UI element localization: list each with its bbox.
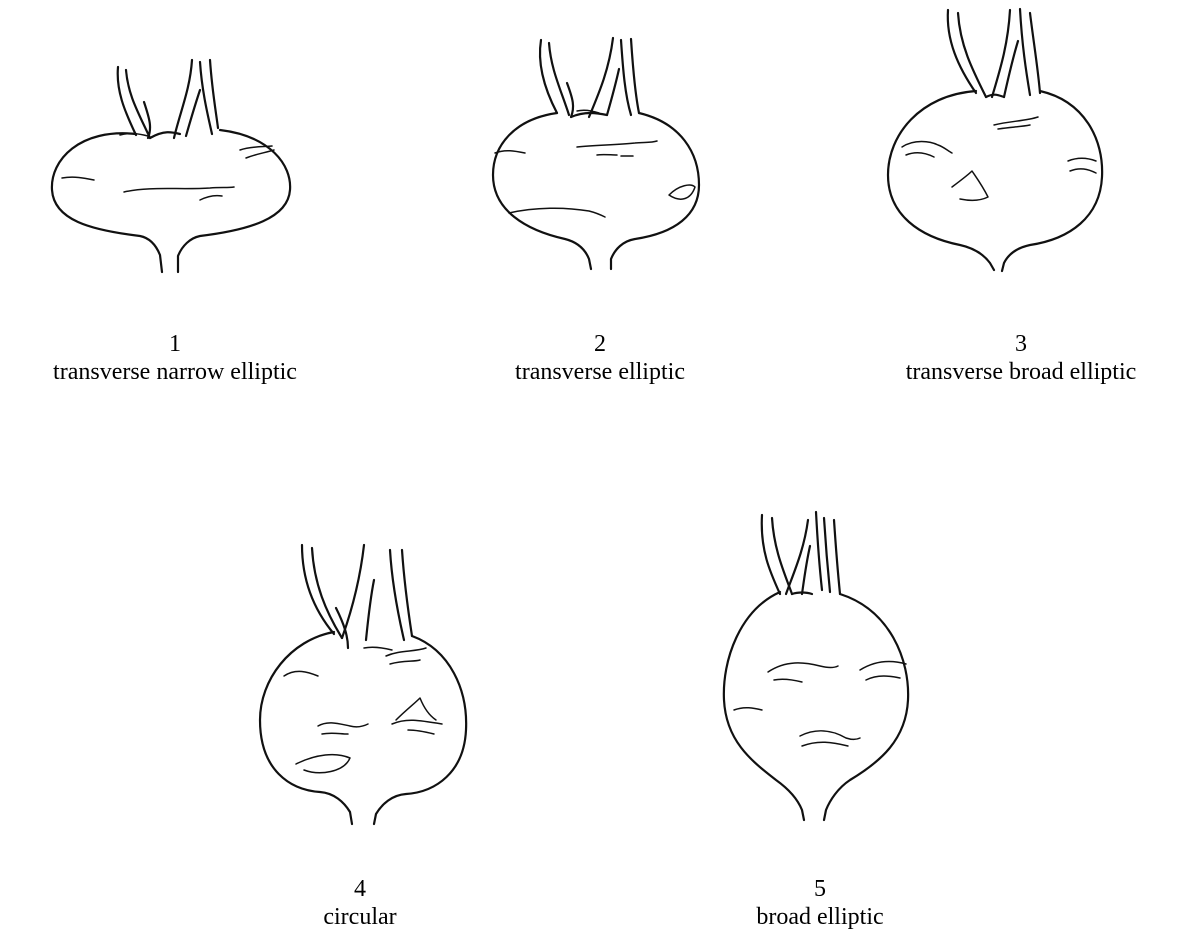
shape-number-2: 2: [475, 330, 725, 358]
caption-2: 2 transverse elliptic: [475, 330, 725, 386]
shape-label-3: transverse broad elliptic: [860, 358, 1182, 386]
shape-number-3: 3: [860, 330, 1182, 358]
shape-label-4: circular: [235, 903, 485, 931]
caption-1: 1 transverse narrow elliptic: [0, 330, 350, 386]
caption-5: 5 broad elliptic: [710, 875, 930, 931]
shape-number-4: 4: [235, 875, 485, 903]
shape-number-1: 1: [0, 330, 350, 358]
shape-number-5: 5: [710, 875, 930, 903]
turnip-transverse-narrow-elliptic-icon: [40, 50, 300, 280]
caption-3: 3 transverse broad elliptic: [860, 330, 1182, 386]
turnip-transverse-elliptic-icon: [485, 35, 715, 275]
shape-label-2: transverse elliptic: [475, 358, 725, 386]
turnip-1-drawing: [40, 50, 300, 280]
turnip-2-drawing: [485, 35, 715, 275]
turnip-4-drawing: [240, 540, 480, 830]
turnip-transverse-broad-elliptic-icon: [880, 5, 1110, 280]
shape-label-5: broad elliptic: [710, 903, 930, 931]
shape-label-1: transverse narrow elliptic: [0, 358, 350, 386]
turnip-circular-icon: [240, 540, 480, 830]
caption-4: 4 circular: [235, 875, 485, 931]
turnip-3-drawing: [880, 5, 1110, 280]
turnip-5-drawing: [720, 510, 920, 825]
turnip-broad-elliptic-icon: [720, 510, 920, 825]
